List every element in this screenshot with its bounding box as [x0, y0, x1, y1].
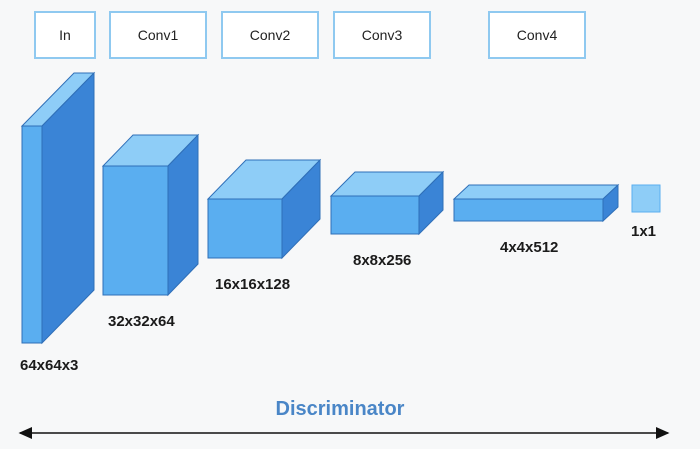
layer-label-text: In — [59, 27, 71, 43]
conv1-block — [101, 133, 200, 297]
dim-label-conv3: 8x8x256 — [353, 252, 412, 269]
dim-label-conv2: 16x16x128 — [215, 276, 291, 293]
layer-label-conv2: Conv2 — [221, 11, 319, 59]
layer-label-text: Conv2 — [249, 27, 291, 43]
conv3-block — [329, 170, 445, 236]
layer-label-in: In — [34, 11, 96, 59]
layer-label-conv1: Conv1 — [109, 11, 207, 59]
layer-label-conv3: Conv3 — [333, 11, 431, 59]
conv2-block — [206, 158, 322, 260]
output-block — [631, 184, 661, 213]
dim-label-output: 1x1 — [631, 223, 657, 240]
layer-label-text: Conv4 — [516, 27, 558, 43]
layer-label-conv4: Conv4 — [488, 11, 586, 59]
diagram-title: Discriminator — [275, 398, 405, 420]
conv4-block — [452, 183, 620, 223]
input-block — [20, 71, 96, 345]
dim-label-input: 64x64x3 — [20, 357, 79, 374]
layer-label-text: Conv1 — [137, 27, 179, 43]
dim-label-conv1: 32x32x64 — [108, 313, 175, 330]
layer-label-text: Conv3 — [361, 27, 403, 43]
dim-label-conv4: 4x4x512 — [500, 239, 559, 256]
